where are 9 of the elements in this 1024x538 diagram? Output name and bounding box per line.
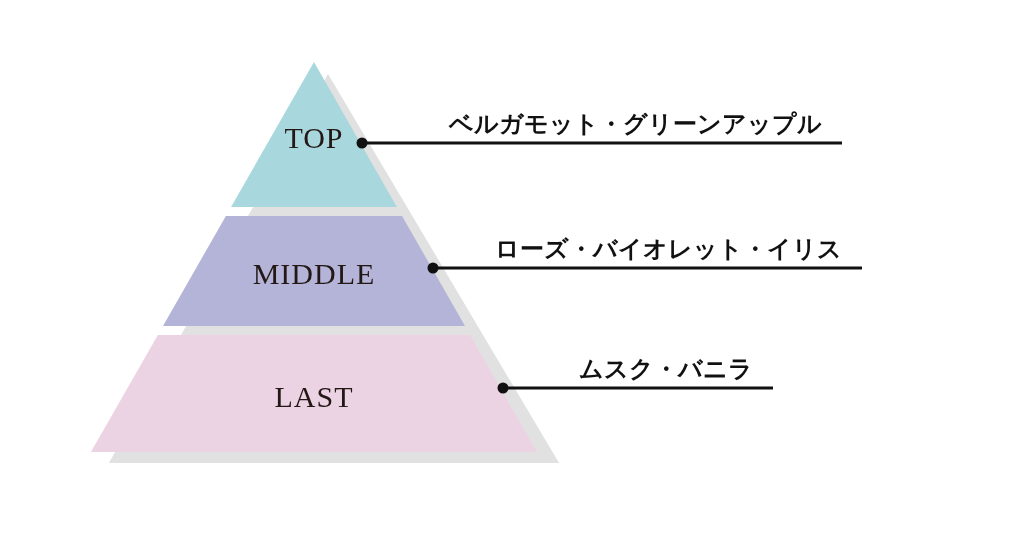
leader-line (356, 137, 842, 149)
note-label: ムスク・バニラ (579, 354, 754, 384)
note-label: ローズ・バイオレット・イリス (495, 234, 843, 264)
tier-label: TOP (284, 119, 344, 155)
leader-line (497, 382, 773, 394)
note-label: ベルガモット・グリーンアップル (449, 109, 823, 139)
leader-line (427, 262, 862, 274)
tier-label: MIDDLE (252, 256, 376, 291)
tier-label: LAST (274, 378, 354, 414)
